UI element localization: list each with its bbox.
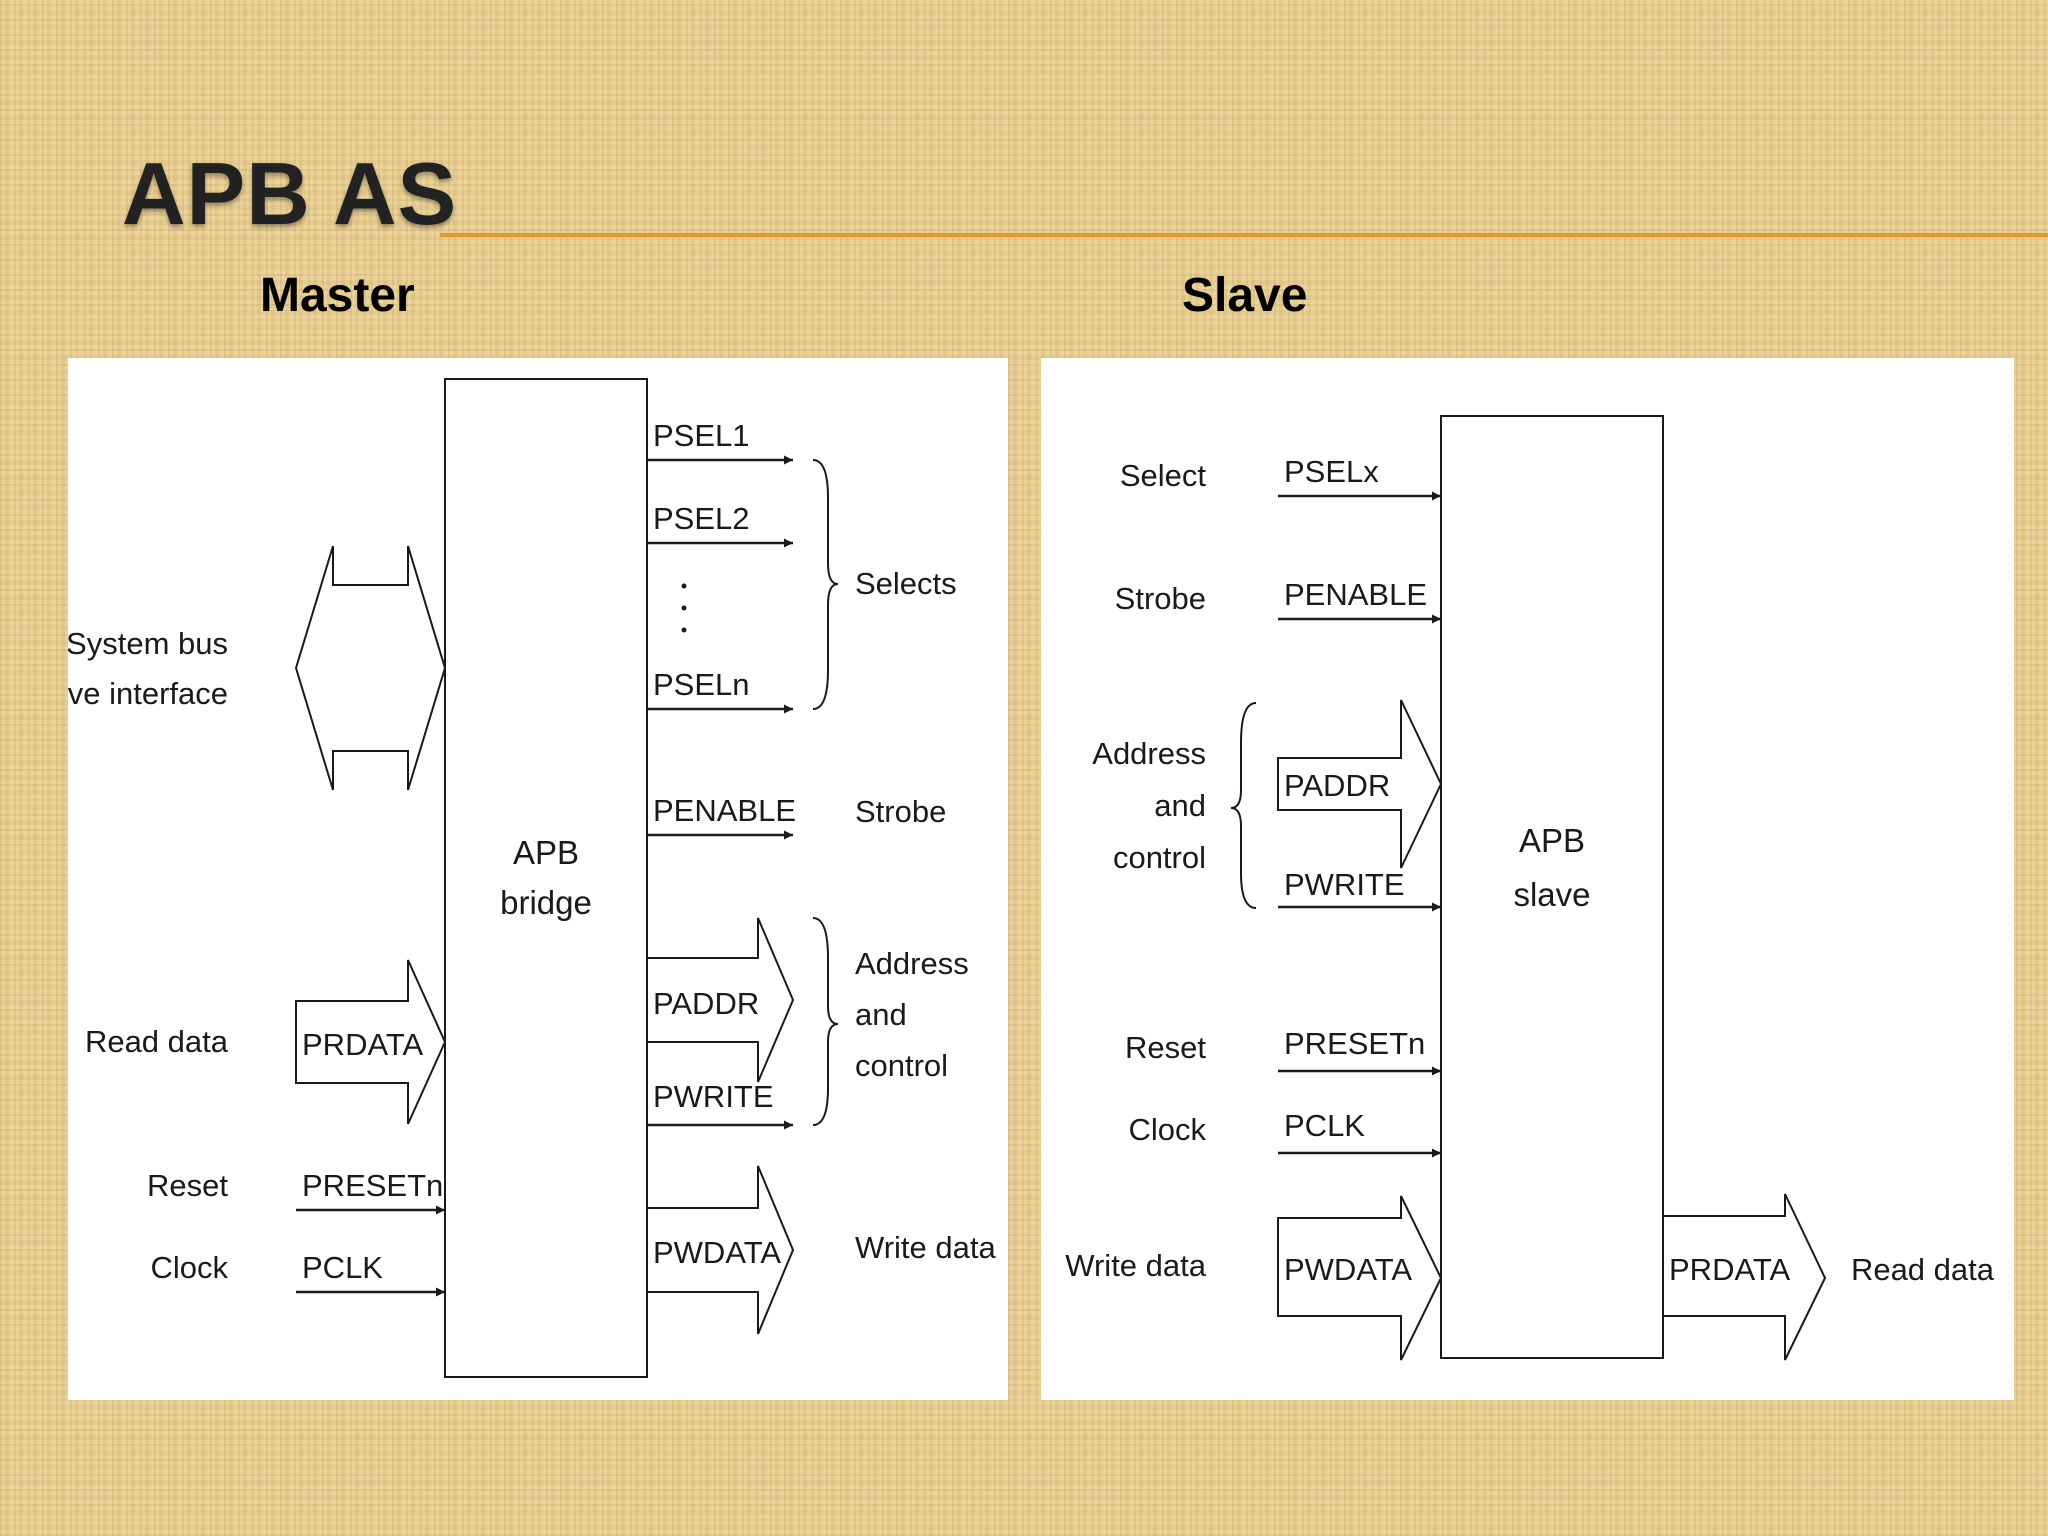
ellipsis-dot — [681, 583, 687, 589]
pclk-signal: PCLK — [1284, 1108, 1365, 1143]
paddr-signal: PADDR — [653, 986, 759, 1021]
slave-diagram: APB slave Select PSELx Strobe PENABLE Ad… — [1065, 415, 1995, 1361]
reset-label: Reset — [147, 1168, 228, 1203]
apb-bridge-label-line2: bridge — [500, 884, 592, 921]
apb-slave-label-line1: APB — [1519, 822, 1585, 859]
strobe-label: Strobe — [1115, 581, 1206, 616]
reset-label: Reset — [1125, 1030, 1206, 1065]
select-label: Select — [1120, 458, 1207, 493]
pwdata-input-arrow — [1277, 1195, 1443, 1361]
address-label-line1: Address — [1092, 736, 1206, 771]
address-label-line1: Address — [855, 946, 969, 981]
ellipsis-dot — [681, 627, 687, 633]
prdata-output-arrow — [1662, 1193, 1827, 1361]
pwdata-signal: PWDATA — [1284, 1252, 1412, 1287]
address-label-line3: control — [855, 1048, 948, 1083]
presetn-signal: PRESETn — [1284, 1026, 1425, 1061]
master-heading: Master — [260, 269, 415, 322]
prdata-signal: PRDATA — [302, 1027, 423, 1062]
pselx-signal: PSELx — [1284, 454, 1379, 489]
prdata-input-arrow — [295, 959, 447, 1125]
penable-signal: PENABLE — [653, 793, 796, 828]
address-brace — [1230, 702, 1257, 909]
master-diagram: APB bridge System bus slave interface PR… — [68, 378, 996, 1378]
pwdata-signal: PWDATA — [653, 1235, 781, 1270]
strobe-label: Strobe — [855, 794, 946, 829]
paddr-signal: PADDR — [1284, 768, 1390, 803]
read-data-label: Read data — [85, 1024, 229, 1059]
ellipsis-dot — [681, 605, 687, 611]
selects-label: Selects — [855, 566, 957, 601]
selects-brace — [812, 459, 839, 710]
slave-heading: Slave — [1182, 269, 1308, 322]
address-brace — [812, 917, 839, 1126]
psel2-signal: PSEL2 — [653, 501, 750, 536]
paddr-output-arrow — [646, 917, 795, 1083]
apb-slave-label-line2: slave — [1513, 876, 1590, 913]
clock-label: Clock — [150, 1250, 228, 1285]
slave-diagram-panel: APB slave Select PSELx Strobe PENABLE Ad… — [1041, 358, 2014, 1400]
clock-label: Clock — [1128, 1112, 1206, 1147]
write-data-label: Write data — [1065, 1248, 1206, 1283]
address-label-line2: and — [1154, 788, 1206, 823]
pwdata-output-arrow — [646, 1165, 795, 1335]
title-underline — [440, 233, 2048, 237]
master-diagram-panel: APB bridge System bus slave interface PR… — [68, 358, 1008, 1400]
pwrite-signal: PWRITE — [1284, 867, 1405, 902]
presetn-signal: PRESETn — [302, 1168, 443, 1203]
pseln-signal: PSELn — [653, 667, 750, 702]
paddr-input-arrow — [1277, 699, 1443, 869]
address-label-line2: and — [855, 997, 907, 1032]
pclk-signal: PCLK — [302, 1250, 383, 1285]
psel1-signal: PSEL1 — [653, 418, 750, 453]
system-bus-double-arrow — [294, 545, 447, 791]
write-data-label: Write data — [855, 1230, 996, 1265]
apb-bridge-block — [444, 378, 648, 1378]
penable-signal: PENABLE — [1284, 577, 1427, 612]
address-label-line3: control — [1113, 840, 1206, 875]
slide-title: APB AS — [122, 144, 458, 243]
prdata-signal: PRDATA — [1669, 1252, 1790, 1287]
read-data-label: Read data — [1851, 1252, 1995, 1287]
apb-slave-block — [1440, 415, 1664, 1359]
system-bus-label-line1: System bus — [68, 626, 228, 661]
pwrite-signal: PWRITE — [653, 1079, 774, 1114]
system-bus-label-line2: slave interface — [68, 676, 228, 711]
apb-bridge-label-line1: APB — [513, 834, 579, 871]
